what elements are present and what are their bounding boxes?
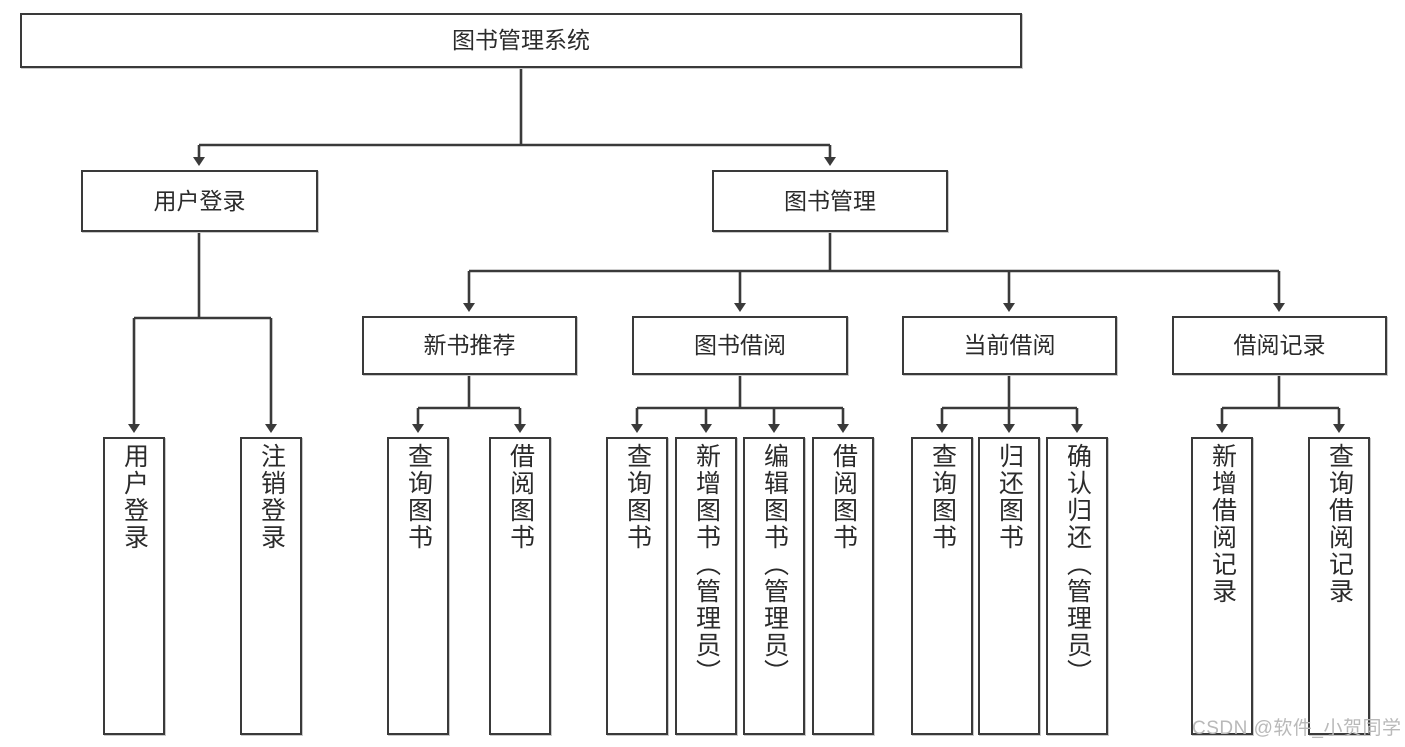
leaf-query-book-current[interactable]: 查询图书 [911, 437, 973, 735]
node-label: 查询图书 [404, 443, 433, 551]
node-label: 注销登录 [257, 443, 286, 551]
leaf-query-book-borrow[interactable]: 查询图书 [606, 437, 668, 735]
node-label: 图书管理系统 [452, 27, 590, 54]
node-book-management[interactable]: 图书管理 [712, 170, 948, 232]
node-label: 用户登录 [120, 443, 149, 551]
csdn-watermark: CSDN @软件_小贺同学 [1192, 718, 1402, 739]
node-label: 确认归还（管理员） [1063, 443, 1092, 686]
leaf-return-book[interactable]: 归还图书 [978, 437, 1040, 735]
node-label: 编辑图书（管理员） [760, 443, 789, 686]
node-label: 借阅图书 [506, 443, 535, 551]
node-label: 新增图书（管理员） [692, 443, 721, 686]
node-user-login[interactable]: 用户登录 [81, 170, 318, 232]
node-book-borrow[interactable]: 图书借阅 [632, 316, 848, 375]
node-current-borrow[interactable]: 当前借阅 [902, 316, 1117, 375]
node-label: 当前借阅 [963, 332, 1056, 359]
node-label: 图书管理 [784, 187, 876, 214]
node-label: 借阅图书 [829, 443, 858, 551]
node-new-book-recommend[interactable]: 新书推荐 [362, 316, 577, 375]
node-borrow-record[interactable]: 借阅记录 [1172, 316, 1387, 375]
node-label: 查询图书 [623, 443, 652, 551]
leaf-borrow-book-recommend[interactable]: 借阅图书 [489, 437, 551, 735]
leaf-query-book-recommend[interactable]: 查询图书 [387, 437, 449, 735]
leaf-add-borrow-record[interactable]: 新增借阅记录 [1191, 437, 1253, 735]
leaf-user-logout[interactable]: 注销登录 [240, 437, 302, 735]
node-label: 新书推荐 [423, 332, 516, 359]
node-label: 归还图书 [995, 443, 1024, 551]
node-label: 用户登录 [153, 187, 246, 214]
leaf-confirm-return-admin[interactable]: 确认归还（管理员） [1046, 437, 1108, 735]
node-label: 查询借阅记录 [1325, 443, 1354, 605]
leaf-borrow-book[interactable]: 借阅图书 [812, 437, 874, 735]
node-root[interactable]: 图书管理系统 [20, 13, 1022, 68]
leaf-query-borrow-record[interactable]: 查询借阅记录 [1308, 437, 1370, 735]
leaf-edit-book-admin[interactable]: 编辑图书（管理员） [743, 437, 805, 735]
node-label: 查询图书 [928, 443, 957, 551]
leaf-user-login[interactable]: 用户登录 [103, 437, 165, 735]
node-label: 借阅记录 [1233, 332, 1326, 359]
node-label: 图书借阅 [694, 332, 786, 359]
leaf-add-book-admin[interactable]: 新增图书（管理员） [675, 437, 737, 735]
node-label: 新增借阅记录 [1208, 443, 1237, 605]
